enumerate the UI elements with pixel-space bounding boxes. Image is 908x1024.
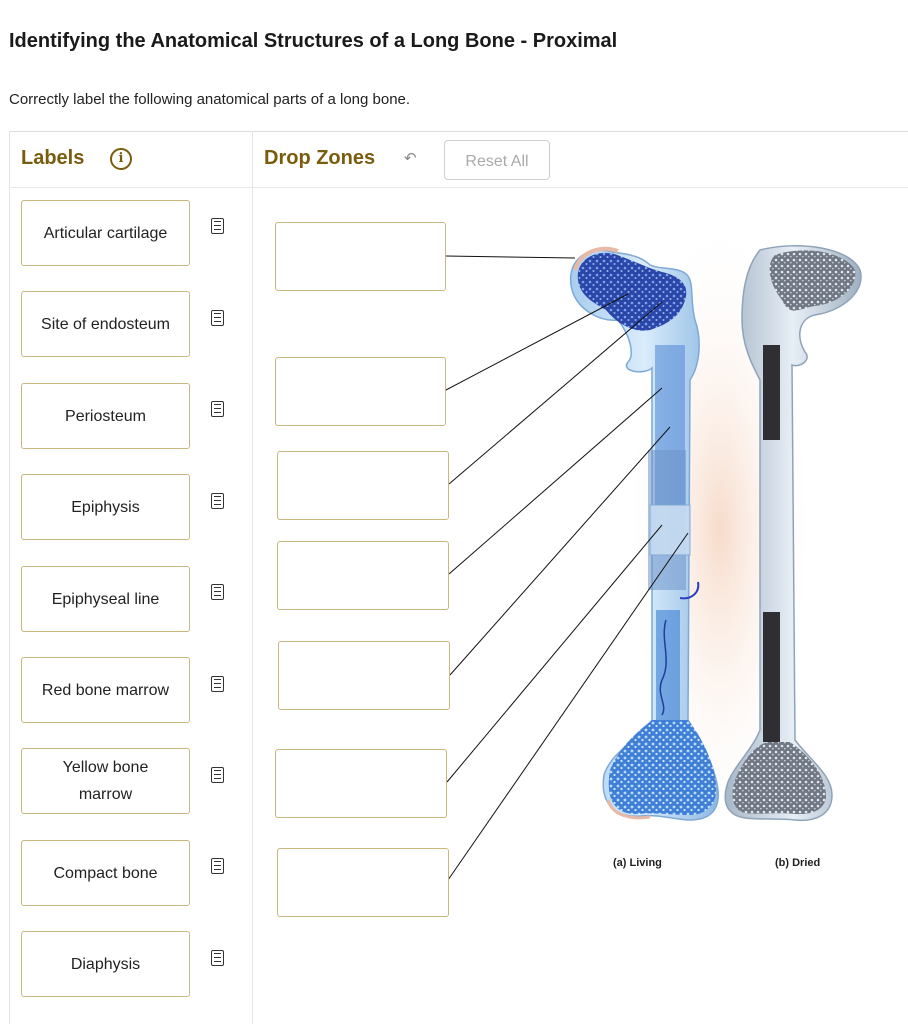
- page-title: Identifying the Anatomical Structures of…: [9, 30, 618, 52]
- instructions: Correctly label the following anatomical…: [9, 91, 411, 108]
- notes-icon[interactable]: [211, 218, 224, 234]
- drop-zone[interactable]: [275, 749, 447, 818]
- caption-living: (a) Living: [613, 857, 662, 869]
- label-card[interactable]: Yellow bone marrow: [21, 748, 190, 814]
- label-card-text: Articular cartilage: [43, 224, 168, 242]
- drop-zones-heading: Drop Zones: [264, 147, 376, 169]
- living-bone: [569, 246, 719, 821]
- label-card[interactable]: Compact bone: [21, 840, 190, 906]
- label-card-text: Epiphysis: [71, 498, 140, 516]
- leader-line: [445, 255, 576, 259]
- panel-divider: [252, 131, 253, 1024]
- leader-line: [448, 301, 663, 485]
- leader-line: [445, 293, 629, 391]
- leader-lines: [445, 255, 689, 881]
- drop-zone[interactable]: [277, 451, 449, 520]
- drop-zone[interactable]: [277, 541, 449, 610]
- label-card[interactable]: Diaphysis: [21, 931, 190, 997]
- label-card[interactable]: Articular cartilage: [21, 200, 190, 266]
- panel-header-divider: [9, 187, 908, 188]
- info-icon[interactable]: i: [110, 148, 132, 170]
- notes-icon[interactable]: [211, 676, 224, 692]
- label-card[interactable]: Periosteum: [21, 383, 190, 449]
- drop-zone[interactable]: [275, 357, 446, 426]
- notes-icon[interactable]: [211, 493, 224, 509]
- label-card-text: Compact bone: [53, 864, 158, 882]
- panel-left-border: [9, 131, 10, 1024]
- notes-icon[interactable]: [211, 767, 224, 783]
- drop-zone[interactable]: [275, 222, 446, 291]
- label-card-text: Epiphyseal line: [51, 590, 160, 608]
- reset-all-button[interactable]: Reset All: [444, 140, 550, 180]
- drop-zone[interactable]: [277, 848, 449, 917]
- leader-line: [447, 532, 689, 881]
- label-card-text: Site of endosteum: [41, 315, 170, 333]
- label-card[interactable]: Epiphyseal line: [21, 566, 190, 632]
- notes-icon[interactable]: [211, 584, 224, 600]
- dried-bone: [724, 245, 862, 822]
- label-card[interactable]: Epiphysis: [21, 474, 190, 540]
- labels-heading: Labels: [21, 147, 85, 169]
- leader-line: [446, 524, 663, 783]
- notes-icon[interactable]: [211, 310, 224, 326]
- label-card[interactable]: Red bone marrow: [21, 657, 190, 723]
- label-card[interactable]: Site of endosteum: [21, 291, 190, 357]
- leader-line: [448, 387, 663, 575]
- notes-icon[interactable]: [211, 401, 224, 417]
- undo-icon[interactable]: ↶: [404, 150, 417, 167]
- leader-line: [449, 426, 671, 676]
- panel-top-border: [9, 131, 908, 132]
- label-card-text: Yellow bone marrow: [62, 759, 149, 803]
- notes-icon[interactable]: [211, 950, 224, 966]
- drop-zone[interactable]: [278, 641, 450, 710]
- background-glow: [625, 210, 815, 850]
- label-card-text: Periosteum: [65, 407, 146, 425]
- label-card-text: Diaphysis: [70, 955, 141, 973]
- caption-dried: (b) Dried: [775, 857, 820, 869]
- label-card-text: Red bone marrow: [41, 681, 170, 699]
- notes-icon[interactable]: [211, 858, 224, 874]
